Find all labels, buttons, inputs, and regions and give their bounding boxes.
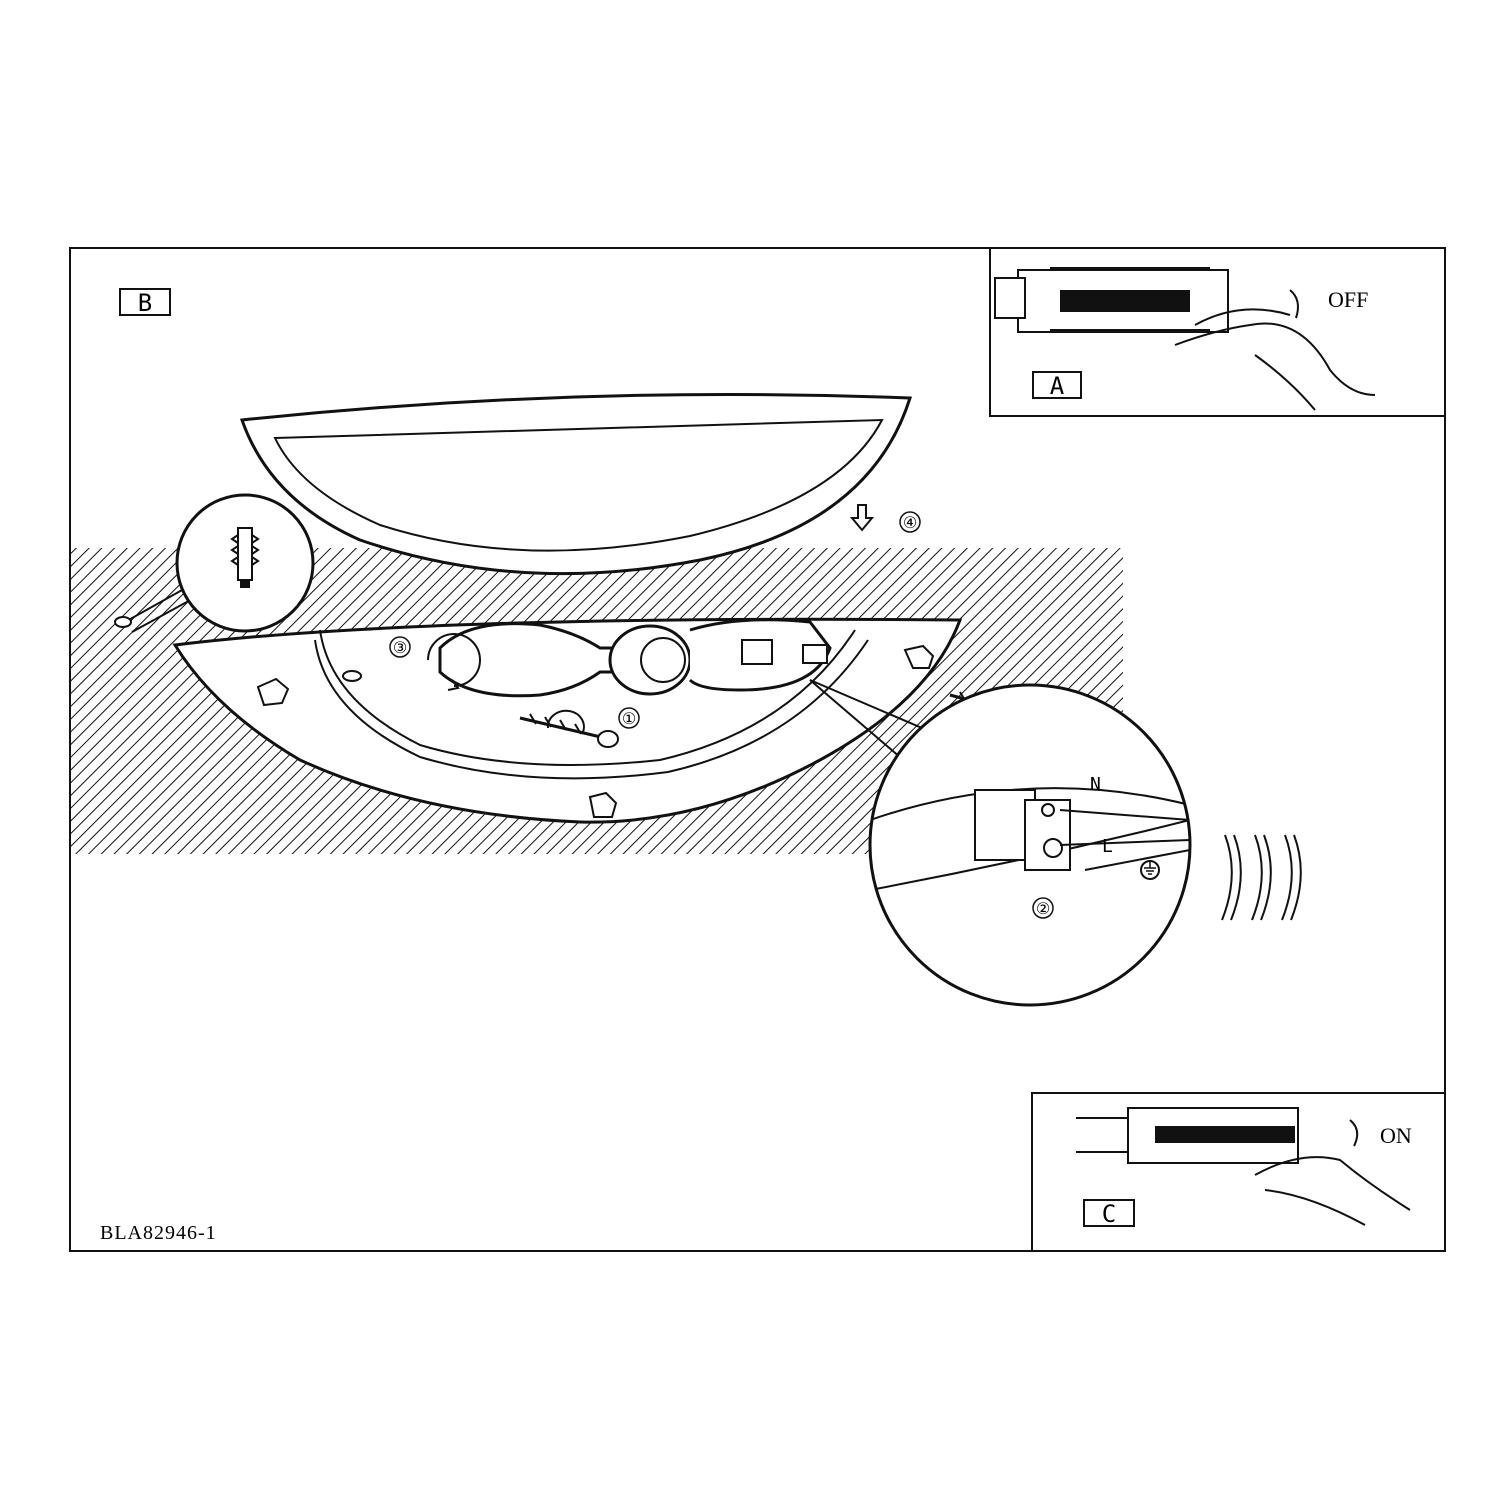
down-arrow-icon (849, 504, 875, 532)
panel-c-label: C (1102, 1200, 1116, 1228)
neutral-wire-label: N (1090, 774, 1101, 795)
wiring-detail (809, 679, 1192, 1007)
hand-icon (1174, 289, 1376, 411)
live-wire-label: L (1102, 836, 1113, 857)
screw-icon (519, 709, 619, 748)
step-3-label: ③ (393, 638, 407, 657)
step-2-label: ② (1036, 899, 1050, 918)
earth-ground-icon (1140, 860, 1160, 880)
panel-b-label: B (138, 289, 152, 317)
step-1-label: ① (622, 709, 636, 728)
wall-plug-detail (114, 493, 315, 633)
on-label: ON (1380, 1123, 1412, 1148)
step-4-label: ④ (903, 513, 917, 532)
mounting-clip (903, 644, 935, 669)
panel-a-power-off: OFF A (989, 247, 1446, 417)
hand-icon (1254, 1119, 1411, 1226)
lamp-shade (239, 392, 913, 576)
mounting-clip (256, 677, 290, 707)
panel-a-label: A (1050, 372, 1065, 400)
panel-b-label-box: B (119, 288, 171, 317)
document-code: BLA82946-1 (100, 1222, 217, 1244)
circuit-breaker-icon (1076, 1107, 1299, 1164)
lamp-socket-icon (608, 618, 832, 696)
wall-plug-icon (230, 527, 260, 588)
circuit-breaker-icon (994, 267, 1229, 333)
mains-cables (1221, 834, 1302, 921)
off-label: OFF (1328, 287, 1368, 312)
mounting-clip (588, 791, 618, 818)
panel-c-power-on: ON C (1031, 1092, 1446, 1252)
